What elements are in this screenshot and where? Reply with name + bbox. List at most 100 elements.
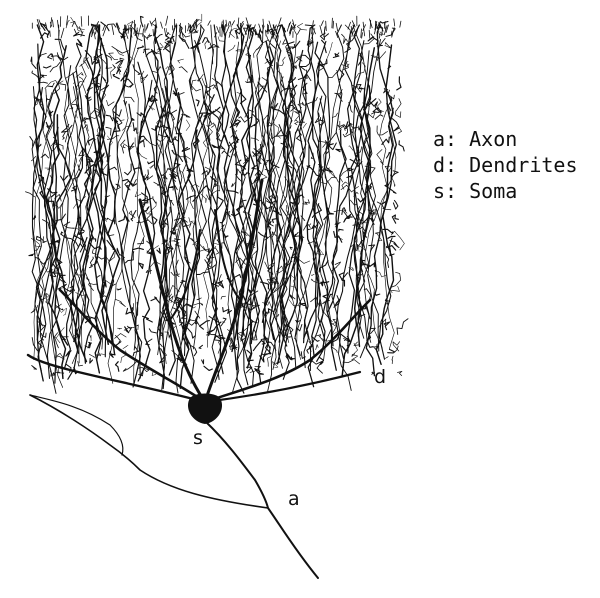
dendrite-branch	[95, 352, 106, 357]
dendritic-arbor	[25, 13, 409, 394]
dendrite-branch	[256, 35, 269, 51]
dendrite-branch	[172, 27, 175, 34]
dendrite-branch	[228, 141, 237, 148]
dendrite-branch	[126, 311, 132, 315]
legend: a: Axon d: Dendrites s: Soma	[433, 126, 578, 204]
dendrite-branch	[357, 196, 367, 203]
dendrite-branch	[123, 144, 126, 149]
dendrite-branch	[139, 138, 157, 147]
dendrite-branch	[206, 192, 214, 200]
dendrite-branch	[128, 210, 136, 218]
dendrite-branch	[240, 22, 243, 28]
dendrite-branch	[69, 285, 75, 292]
dendrite-branch	[59, 83, 67, 91]
dendrite-branch	[269, 279, 276, 288]
dendrite-branch	[290, 77, 296, 83]
dendrite-branch	[63, 221, 75, 229]
dendrite-branch	[237, 17, 240, 27]
dendrite-branch	[100, 204, 105, 212]
dendrite-branch	[239, 93, 247, 104]
dendrite-branch	[363, 27, 366, 37]
dendrite-branch	[118, 62, 123, 69]
dendrite-branch	[93, 53, 103, 61]
dendrite-branch	[82, 117, 91, 124]
dendrite-branch	[373, 345, 380, 353]
dendrite-branch	[317, 62, 325, 72]
dendrite-branch	[49, 271, 57, 278]
dendrite-branch	[267, 24, 269, 35]
dendrite-branch	[332, 319, 338, 334]
dendrite-branch	[98, 56, 113, 69]
dendrite-branch	[170, 271, 180, 276]
dendrite-branch	[105, 114, 114, 122]
dendrite-branch	[257, 231, 268, 238]
dendrite-branch	[168, 64, 175, 75]
dendrite-branch	[341, 33, 348, 44]
dendrite-branch	[246, 75, 254, 83]
dendrite-branch	[199, 246, 206, 252]
dendrite-branch	[228, 141, 234, 153]
dendrite-branch	[53, 239, 60, 244]
dendrite-branch	[397, 126, 402, 134]
dendrite-branch	[36, 19, 41, 30]
dendrite-branch	[96, 78, 102, 88]
dendrite-branch	[219, 211, 231, 224]
dendrite-branch	[83, 124, 89, 132]
dendrite-branch	[391, 271, 402, 288]
dendrite-branch	[49, 370, 55, 377]
dendrite-branch	[396, 318, 409, 335]
dendrite-branch	[261, 348, 267, 356]
dendrite-branch	[250, 113, 260, 128]
dendrite-branch	[261, 202, 273, 212]
dendrite-branch	[94, 75, 101, 85]
dendrite-branch	[182, 217, 192, 228]
dendrite-branch	[94, 37, 116, 358]
dendrite-branch	[317, 58, 328, 68]
dendrite-branch	[106, 23, 117, 28]
dendrite-branch	[225, 19, 228, 27]
dendrite-branch	[269, 159, 280, 169]
dendrite-branch	[297, 103, 304, 109]
dendrite-branch	[169, 42, 193, 341]
dendrite-branch	[246, 349, 254, 362]
dendrite-branch	[115, 335, 121, 343]
dendrite-branch	[114, 361, 120, 372]
dendrite-branch	[248, 24, 252, 36]
dendrite-branch	[242, 157, 249, 168]
dendrite-branch	[391, 355, 394, 365]
dendrite-branch	[132, 303, 134, 311]
dendrite-branch	[204, 39, 212, 49]
dendrite-branch	[356, 84, 365, 90]
dendrite-branch	[136, 45, 144, 49]
dendrite-branch	[195, 315, 199, 325]
dendrite-branch	[142, 48, 150, 54]
dendrite-branch	[348, 101, 353, 113]
dendrite-branch	[347, 87, 366, 354]
dendrite-branch	[264, 293, 273, 300]
dendrite-branch	[268, 29, 272, 35]
dendrite-branch	[351, 30, 354, 37]
dendrite-branch	[245, 51, 250, 56]
dendrite-branch	[292, 231, 299, 239]
dendrite-branch	[270, 129, 282, 140]
dendrite-branch	[323, 42, 333, 68]
dendrite-branch	[377, 318, 387, 329]
dendrite-branch	[290, 106, 297, 112]
dendrite-branch	[249, 329, 258, 341]
dendrite-branch	[354, 146, 363, 161]
dendrite-branch	[387, 64, 392, 70]
dendrite-branch	[319, 98, 352, 391]
dendrite-branch	[47, 188, 58, 198]
dendrite-branch	[258, 23, 261, 31]
dendrite-branch	[138, 136, 145, 148]
dendrite-branch	[31, 156, 37, 162]
dendrite-branch	[161, 167, 169, 177]
dendrite-branch	[365, 184, 373, 190]
dendrite-branch	[259, 353, 267, 363]
dendrite-branch	[357, 206, 363, 217]
dendrite-branch	[306, 69, 312, 82]
dendrite-branch	[352, 24, 372, 343]
dendrite-branch	[297, 28, 301, 35]
dendrite-branch	[62, 286, 74, 293]
dendrite-branch	[90, 23, 98, 27]
